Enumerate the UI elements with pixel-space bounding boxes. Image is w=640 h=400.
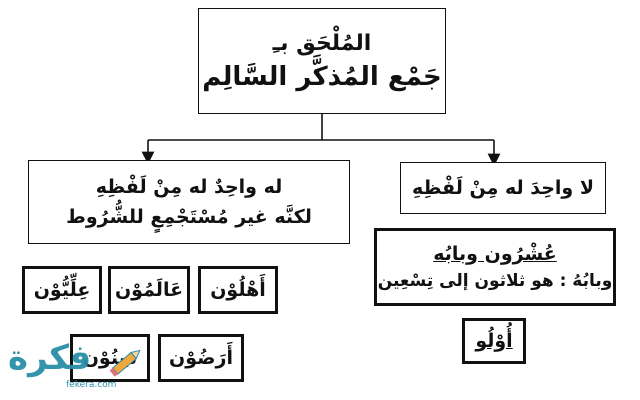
watermark-logo-text: فكرة	[8, 338, 92, 378]
word-box-illiyyun: عِلِّيُّوْن	[22, 266, 102, 314]
pencil-icon	[109, 349, 141, 377]
watermark-logo: فكرة fekera.com	[8, 336, 148, 396]
word-box-ahlun: أَهْلُوْن	[198, 266, 278, 314]
word-label: عِلِّيُّوْن	[33, 279, 91, 301]
word-box-aradun: أَرَضُوْن	[158, 334, 244, 382]
word-box-aalamun: عَالَمُوْن	[108, 266, 190, 314]
ulu-label: أُوْلُو	[475, 330, 513, 352]
right-branch-box: لا واحِدَ له مِنْ لَفْظِهِ	[400, 162, 606, 214]
watermark-site: fekera.com	[66, 380, 117, 390]
title-line-2: جَمْع المُذكَّر السَّالِم	[202, 61, 442, 92]
left-branch-box: له واحِدٌ له مِنْ لَفْظِهِ لكنَّه غير مُ…	[28, 160, 350, 244]
word-label: أَرَضُوْن	[169, 347, 233, 369]
ulu-box: أُوْلُو	[462, 318, 526, 364]
ishrun-description: وبابُهُ : هو ثلاثون إلى تِسْعِين	[377, 271, 613, 291]
left-branch-line-1: له واحِدٌ له مِنْ لَفْظِهِ	[95, 176, 283, 198]
ishrun-box: عُشْرُون وبابُه وبابُهُ : هو ثلاثون إلى …	[374, 228, 616, 306]
title-box: المُلْحَق بـِ جَمْع المُذكَّر السَّالِم	[198, 8, 446, 114]
ishrun-heading: عُشْرُون وبابُه	[433, 243, 557, 265]
word-label: أَهْلُوْن	[210, 279, 266, 301]
word-label: عَالَمُوْن	[114, 279, 184, 301]
left-branch-line-2: لكنَّه غير مُسْتَجْمِعٍ للشُّرُوط	[66, 206, 312, 228]
right-branch-label: لا واحِدَ له مِنْ لَفْظِهِ	[412, 177, 594, 199]
title-line-1: المُلْحَق بـِ	[272, 30, 372, 56]
